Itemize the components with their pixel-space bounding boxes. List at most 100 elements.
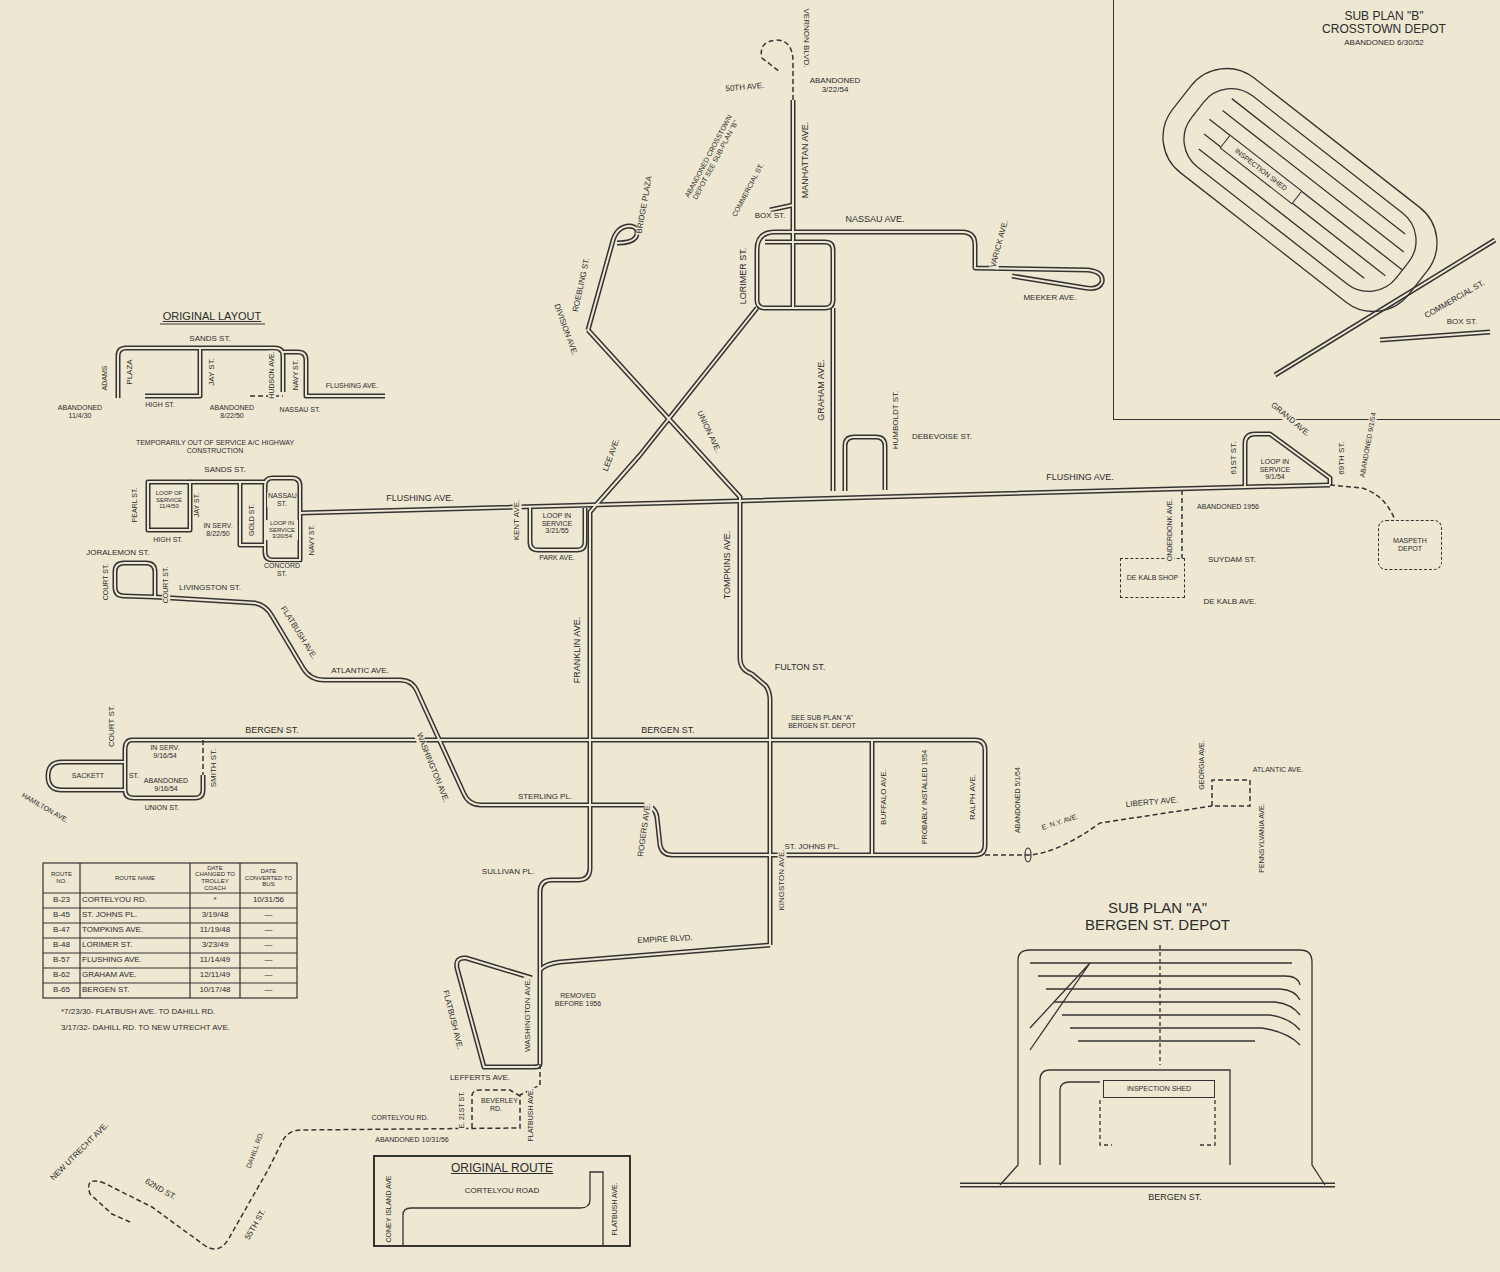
table-border bbox=[43, 863, 297, 998]
street-label: ABANDONED CROSSTOWN DEPOT SEE SUB-PLAN "… bbox=[679, 105, 745, 211]
street-label: ABANDONED 11/4/30 bbox=[52, 404, 109, 419]
abandoned-line bbox=[761, 40, 793, 100]
street-label: CORTELYOU RD. bbox=[371, 1114, 430, 1122]
street-label: ABANDONED 9/16/54 bbox=[143, 777, 190, 792]
street-label: RALPH AVE. bbox=[969, 773, 978, 821]
table-cell: — bbox=[242, 953, 295, 968]
street-label: ATLANTIC AVE. bbox=[1252, 766, 1304, 774]
table-cell: 11/14/49 bbox=[192, 953, 238, 968]
abandoned-line bbox=[1330, 485, 1395, 520]
abandoned-tracks bbox=[89, 40, 1395, 1249]
street-label: COMMERCIAL ST. bbox=[730, 161, 766, 219]
street-label: 69TH ST. bbox=[1338, 440, 1347, 475]
street-label: BEVERLEY RD. bbox=[480, 1097, 512, 1112]
street-label: GOLD ST. bbox=[248, 503, 256, 537]
table-cell: CORTELYOU RD. bbox=[82, 893, 188, 908]
street-label: NASSAU ST. bbox=[279, 406, 322, 414]
street-label: SANDS ST. bbox=[188, 335, 231, 344]
street-label: NASSAU AVE. bbox=[845, 215, 906, 225]
bergen-yard bbox=[1000, 945, 1325, 1185]
track-outline bbox=[48, 100, 1495, 1185]
table-cell: B-48 bbox=[45, 938, 78, 953]
street-label: 55TH ST. bbox=[243, 1207, 268, 1242]
original-route-track bbox=[403, 1172, 603, 1245]
box-text: INSPECTION SHED bbox=[1231, 145, 1291, 194]
street-label: REMOVED BEFORE 1956 bbox=[552, 992, 604, 1007]
street-label: LEFFERTS AVE. bbox=[449, 1074, 511, 1083]
box-text: ABANDONED 6/30/52 bbox=[1304, 39, 1464, 48]
yard-ladder bbox=[1030, 963, 1090, 1050]
street-label: ABANDONED 10/31/56 bbox=[374, 1136, 450, 1144]
box-text: SUB PLAN "B" CROSSTOWN DEPOT bbox=[1304, 10, 1464, 36]
street-label: BRIDGE PLAZA bbox=[635, 175, 654, 236]
street-label: PENNSYLVANIA AVE. bbox=[1258, 802, 1266, 873]
table-cell: TOMPKINS AVE. bbox=[82, 923, 188, 938]
table-cell: 3/23/49 bbox=[192, 938, 238, 953]
street-label: LIVINGSTON ST. bbox=[178, 584, 242, 593]
street-label: SEE SUB PLAN "A" BERGEN ST. DEPOT bbox=[776, 714, 868, 729]
street-label: BERGEN ST. bbox=[244, 726, 300, 736]
street-label: NAVY ST. bbox=[292, 359, 300, 391]
street-label: VARICK AVE. bbox=[989, 218, 1011, 269]
table-cell: 3/19/48 bbox=[192, 908, 238, 923]
street-label: COMMERCIAL ST. bbox=[1423, 279, 1488, 321]
street-label: BERGEN ST. bbox=[1147, 1193, 1203, 1203]
street-label: UNION ST. bbox=[144, 804, 181, 812]
street-label: BERGEN ST. bbox=[640, 726, 696, 736]
table-cell: ROUTE NAME bbox=[82, 863, 188, 893]
table-cell: 10/17/48 bbox=[192, 983, 238, 998]
street-label: LOOP IN SERVICE 3/20/54 bbox=[266, 520, 298, 540]
street-label: STERLING PL. bbox=[517, 793, 573, 802]
yard-track bbox=[1170, 75, 1430, 306]
street-label: PEARL ST. bbox=[131, 487, 139, 524]
table-cell: * bbox=[192, 893, 238, 908]
map-box: MASPETH DEPOT bbox=[1378, 520, 1442, 570]
map-box: DE KALB SHOP bbox=[1120, 558, 1185, 598]
street-label: FLUSHING AVE. bbox=[385, 494, 454, 504]
street-label: ABANDONED 8/22/50 bbox=[204, 404, 261, 419]
street-label: IN SERV. 8/22/50 bbox=[200, 522, 237, 537]
street-label: LOOP OF SERVICE 11/4/50 bbox=[153, 490, 185, 510]
street-label: FULTON ST. bbox=[774, 663, 827, 673]
yard-track bbox=[1145, 50, 1455, 329]
street-label: HIGH ST. bbox=[152, 536, 184, 544]
street-label: E. 21ST ST. bbox=[458, 1090, 466, 1129]
street-label: BUFFALO AVE. bbox=[880, 768, 889, 826]
table-rule bbox=[43, 863, 297, 998]
street-label: WASHINGTON AVE. bbox=[524, 977, 533, 1053]
street-label: TOMPKINS AVE. bbox=[723, 530, 733, 601]
box-text: CONEY ISLAND AVE bbox=[385, 1175, 393, 1242]
table-cell: — bbox=[242, 908, 295, 923]
street-label: IN SERV. 9/16/54 bbox=[142, 744, 189, 759]
box-text: MASPETH DEPOT bbox=[1379, 537, 1441, 552]
table-cell: B-47 bbox=[45, 923, 78, 938]
street-label: ONDERDONK AVE. bbox=[1166, 498, 1174, 563]
street-label: VERNON BLVD. bbox=[802, 8, 811, 69]
table-cell: 10/31/56 bbox=[242, 893, 295, 908]
box-text: FLATBUSH AVE. bbox=[611, 1182, 619, 1235]
street-label: ST. JOHNS PL. bbox=[783, 843, 840, 852]
yard-track bbox=[1191, 96, 1421, 294]
street-label: TEMPORARILY OUT OF SERVICE A/C HIGHWAY C… bbox=[134, 439, 296, 454]
street-label: 50TH AVE. bbox=[724, 82, 766, 94]
table-cell: FLUSHING AVE. bbox=[82, 953, 188, 968]
street-label: DE KALB AVE. bbox=[1202, 598, 1257, 607]
street-label: EMPIRE BLVD. bbox=[636, 934, 694, 946]
box-text: DE KALB SHOP bbox=[1124, 574, 1181, 582]
table-cell: DATE CHANGED TO TROLLEY COACH bbox=[192, 863, 238, 893]
street-label: SMITH ST. bbox=[210, 748, 219, 789]
street-label: ST. bbox=[128, 772, 140, 780]
street-label: JAY ST. bbox=[208, 357, 217, 387]
map-box: INSPECTION SHED bbox=[1220, 134, 1303, 204]
table-cell: LORIMER ST. bbox=[82, 938, 188, 953]
street-label: NEW UTRECHT AVE. bbox=[48, 1120, 111, 1183]
street-label: LEE AVE. bbox=[602, 436, 623, 473]
street-label: PLAZA bbox=[126, 358, 135, 385]
street-label: COURT ST. bbox=[162, 566, 170, 605]
street-label: PROBABLY INSTALLED 1954 bbox=[921, 749, 929, 845]
box-text: INSPECTION SHED bbox=[1124, 1085, 1194, 1093]
street-label: GRAND AVE. bbox=[1268, 400, 1312, 439]
table-cell: B-23 bbox=[45, 893, 78, 908]
street-label: LIBERTY AVE. bbox=[1124, 796, 1179, 810]
shed-track bbox=[1100, 1100, 1215, 1145]
